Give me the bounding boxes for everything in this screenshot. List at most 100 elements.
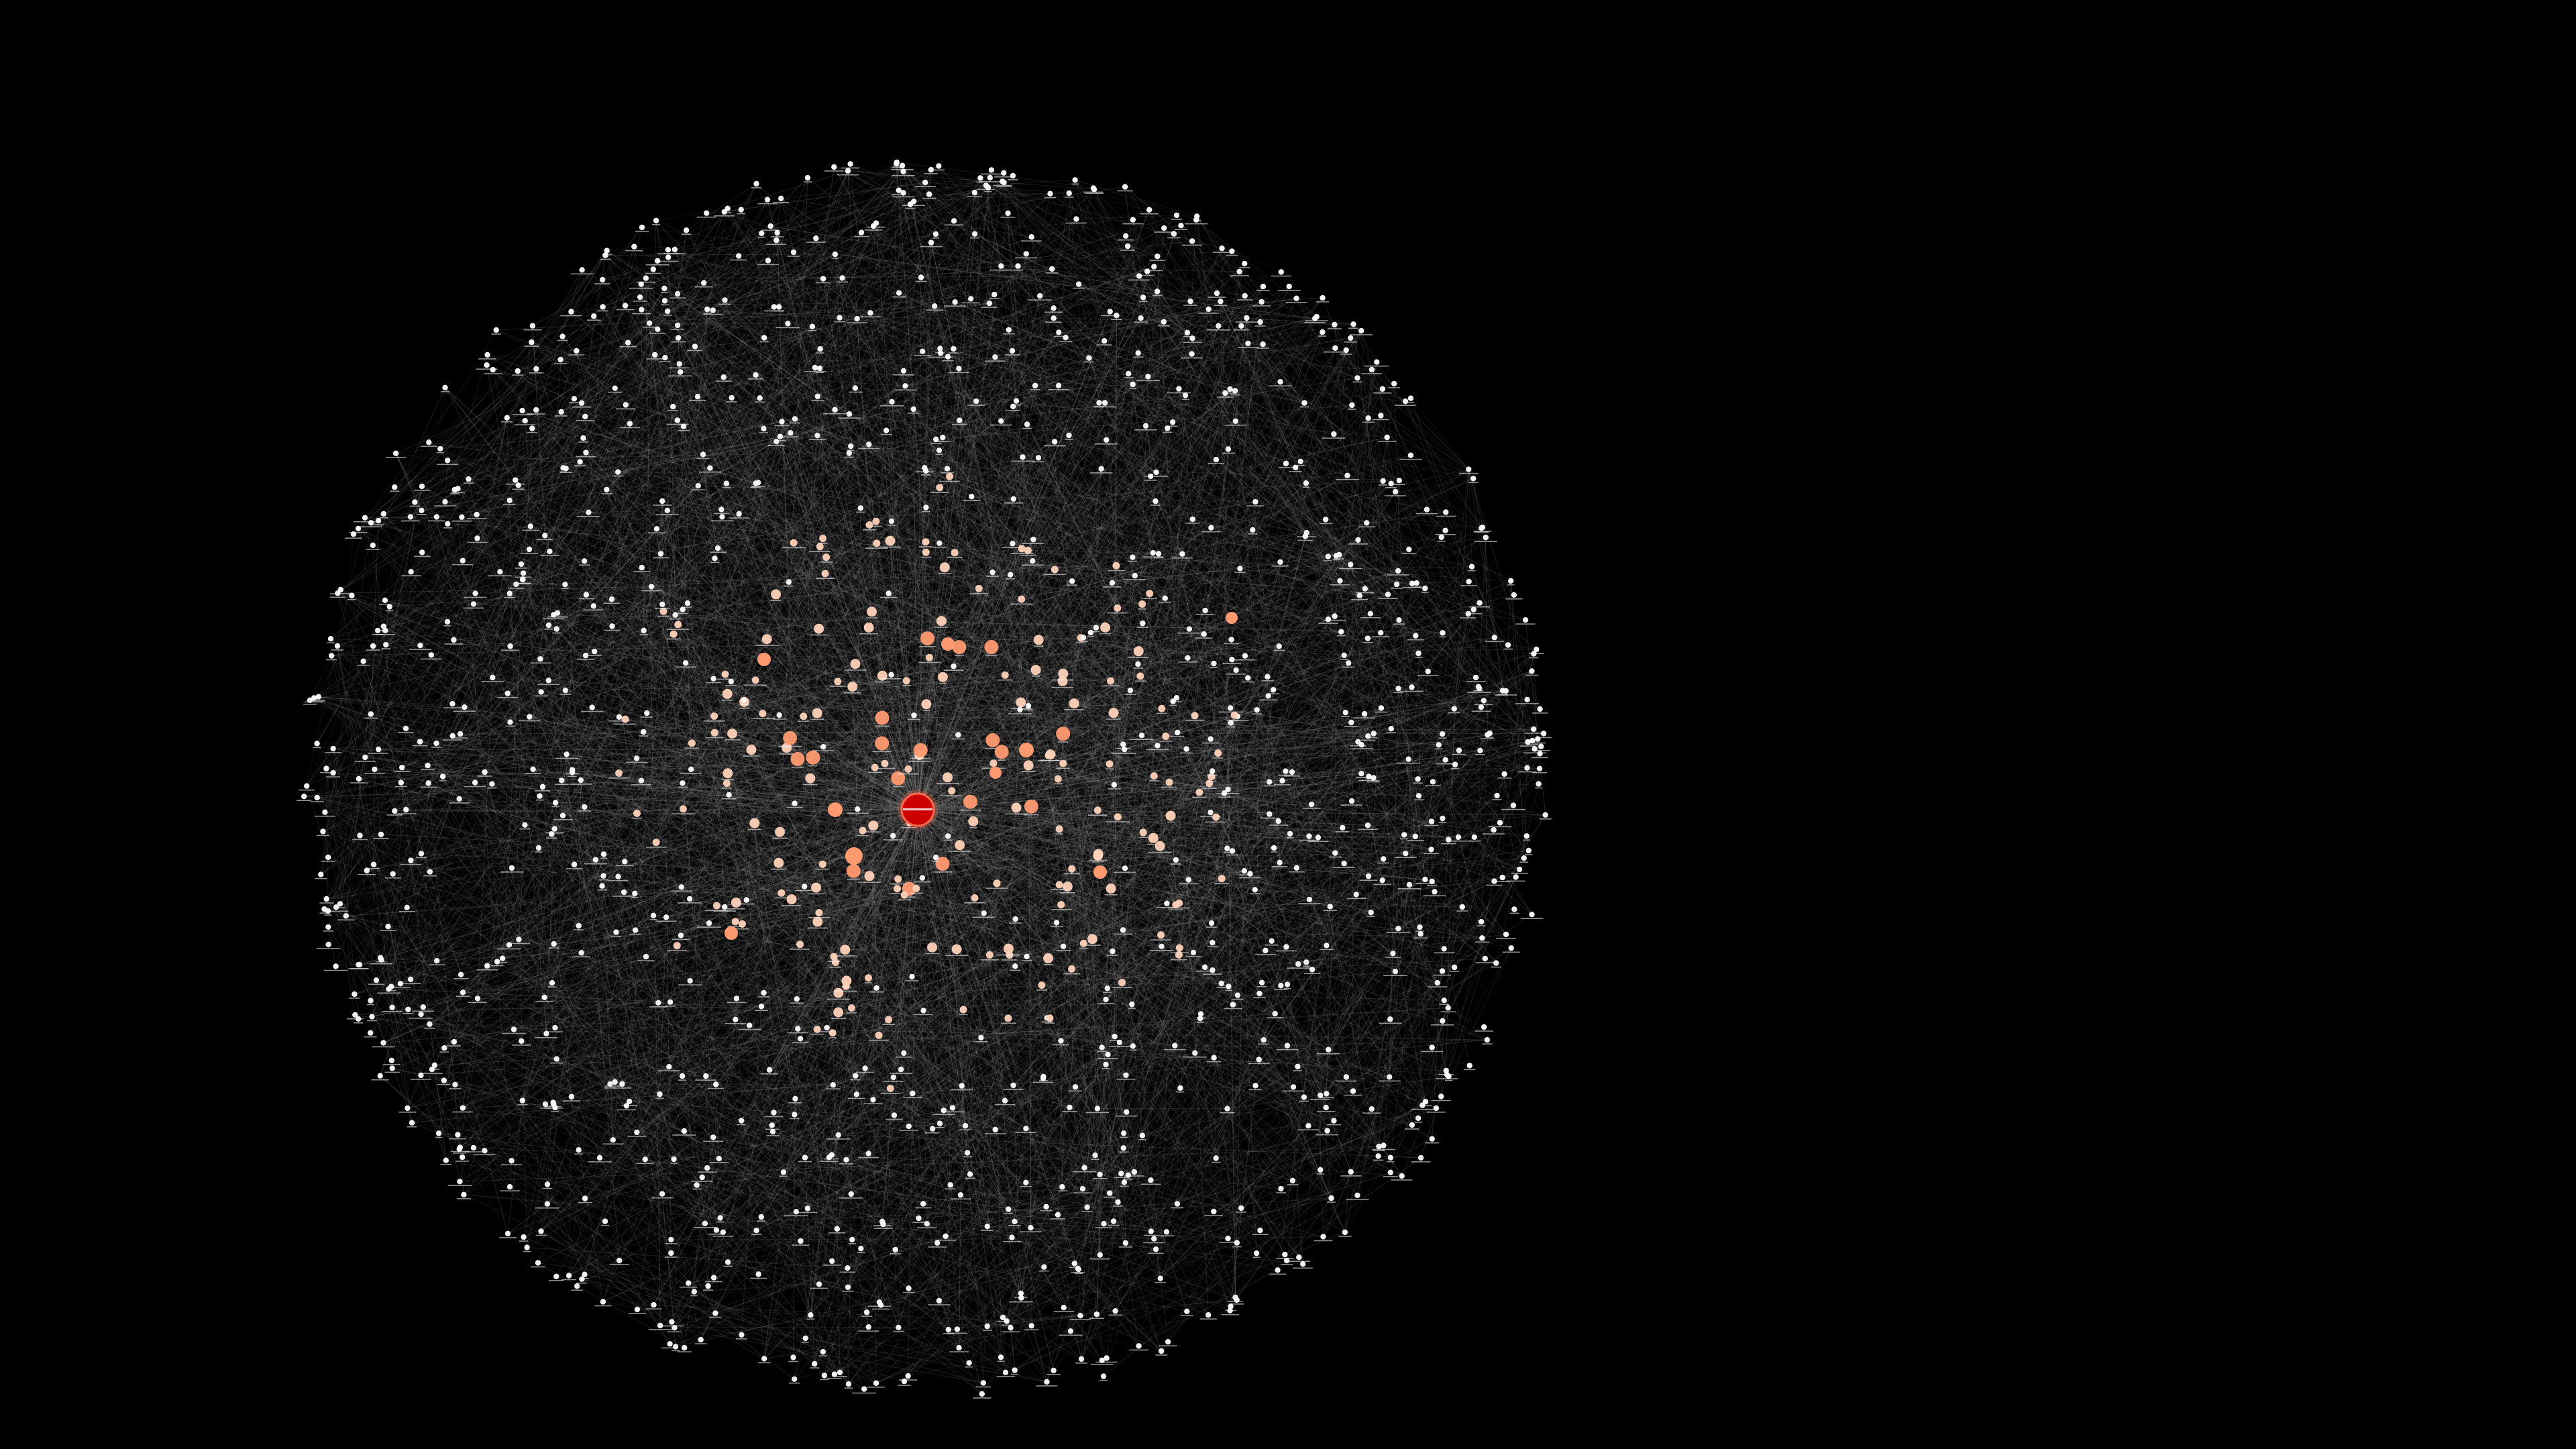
graph-edge (831, 638, 928, 1261)
graph-edge (1142, 623, 1155, 776)
graph-edge (382, 703, 453, 1043)
graph-edge (810, 777, 913, 977)
graph-edge (655, 208, 728, 221)
graph-edge (979, 178, 1124, 745)
graph-edge (712, 310, 777, 595)
graph-edge (1004, 639, 1039, 676)
graph-edge (681, 886, 1455, 968)
graph-edge (584, 560, 1209, 1316)
graph-edge (1053, 307, 1168, 429)
graph-edges (303, 162, 1546, 1395)
graph-edge (941, 621, 1188, 659)
graph-edge (677, 325, 745, 700)
graph-edge (634, 743, 692, 894)
graph-edge (444, 354, 488, 502)
graph-edge (1097, 848, 1228, 1109)
graph-edge (727, 170, 849, 209)
graph-edge (833, 166, 1066, 338)
graph-edge (729, 794, 924, 1011)
graph-edge (544, 187, 989, 536)
graph-edge (518, 758, 637, 940)
graph-edge (992, 572, 1114, 714)
graph-edge (838, 992, 879, 1036)
graph-edge (777, 177, 990, 233)
graph-edge (1204, 858, 1384, 968)
graph-edge (1210, 812, 1328, 1131)
graph-edge (578, 632, 1443, 926)
graph-edge (778, 862, 964, 1010)
graph-edge (562, 305, 626, 468)
graph-edge (1224, 392, 1368, 639)
graph-edge (1291, 771, 1332, 1199)
graph-edge (1109, 763, 1406, 854)
graph-edge (704, 828, 1060, 1224)
graph-edge (421, 371, 681, 511)
graph-edge (492, 784, 596, 861)
graph-edge (445, 182, 926, 1161)
graph-edge (358, 177, 981, 529)
graph-edge (421, 190, 900, 553)
graph-edge (869, 443, 1328, 557)
graph-edge (1214, 1057, 1299, 1258)
graph-edge (509, 500, 525, 825)
graph-edge (1230, 1085, 1256, 1311)
graph-edge (781, 892, 894, 1078)
graph-edge (741, 1334, 905, 1382)
graph-edge (1234, 390, 1360, 596)
graph-edge (659, 480, 1384, 1095)
graph-edge (443, 663, 856, 1049)
graph-edge (869, 676, 883, 876)
graph-edge (668, 1066, 909, 1289)
graph-edge (661, 441, 777, 502)
graph-edge (1124, 1181, 1324, 1238)
graph-edge (797, 396, 818, 1029)
graph-edge (674, 992, 839, 1328)
graph-edge (602, 279, 890, 594)
graph-edge (653, 269, 869, 445)
graph-edge (720, 1131, 773, 1218)
graph-edge (1020, 1297, 1082, 1360)
graph-edge (1213, 362, 1377, 1212)
graph-edge (920, 276, 1218, 294)
graph-edge (643, 630, 933, 1130)
graph-edge (1364, 588, 1413, 688)
graph-edge (744, 702, 784, 1173)
graph-edge (378, 690, 1503, 750)
graph-edge (492, 677, 816, 888)
graph-edge (754, 540, 891, 824)
graph-edge (1016, 323, 1354, 808)
graph-edge (1028, 765, 1101, 1175)
graph-edge (1071, 858, 1384, 969)
graph-edge (847, 1236, 946, 1288)
graph-edge (580, 780, 1384, 1146)
graph-edge (941, 621, 1097, 629)
graph-edge (651, 443, 869, 588)
graph-edge (1179, 321, 1261, 949)
graph-edge (568, 230, 687, 1276)
graph-edge (641, 572, 993, 782)
graph-edge (1110, 400, 1406, 682)
graph-edge (459, 337, 679, 1182)
graph-edge (1065, 298, 1297, 338)
graph-edge (318, 268, 1053, 698)
graph-edge (580, 780, 970, 1364)
graph-edge (618, 415, 1381, 877)
graph-edge (507, 1203, 548, 1234)
graph-edge (643, 630, 924, 1204)
graph-edge (509, 1186, 620, 1261)
graph-edge (523, 348, 821, 580)
graph-edge (1356, 1008, 1449, 1196)
graph-edge (392, 873, 1293, 1181)
graph-edge (1057, 741, 1358, 1216)
graph-edge (959, 647, 1022, 703)
graph-edge (822, 717, 883, 865)
graph-edge (572, 232, 862, 773)
graph-edge (1059, 331, 1248, 344)
graph-edge (1061, 1187, 1071, 1332)
graph-edge (926, 922, 1057, 1224)
graph-edge (1000, 266, 1019, 421)
graph-edge (818, 1094, 857, 1285)
graph-edge (891, 639, 1039, 676)
graph-edge (459, 798, 1449, 1077)
